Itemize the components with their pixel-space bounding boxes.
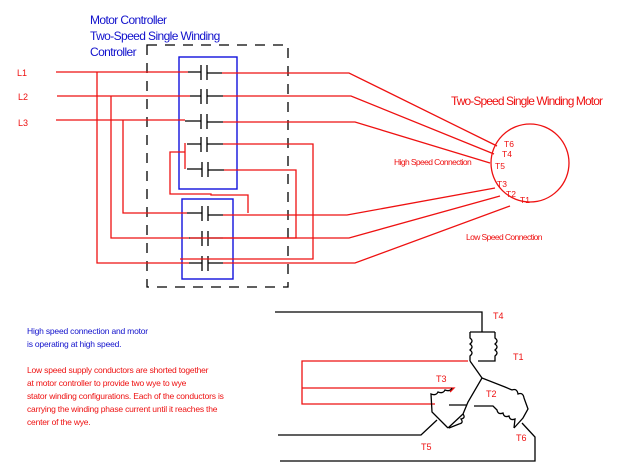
motor-leads	[180, 72, 511, 264]
controller-title-line-1: Motor Controller	[90, 13, 167, 27]
low-speed-note-line-5: center of the wye.	[27, 417, 91, 427]
low-speed-note: Low speed supply conductors are shorted …	[27, 364, 224, 429]
low-speed-connection-label: Low Speed Connection	[466, 232, 543, 242]
line-label-l2: L2	[18, 92, 28, 102]
contact-symbols	[185, 65, 224, 271]
contact-8	[189, 256, 223, 271]
wye-terminal-t3: T3	[436, 374, 447, 384]
motor-terminal-labels: T6 T4 T5 T3 T2 T1	[495, 139, 530, 205]
wye-terminal-t4: T4	[493, 311, 504, 321]
motor-terminal-t3: T3	[497, 179, 507, 189]
contact-2	[190, 89, 223, 104]
low-speed-note-line-1: Low speed supply conductors are shorted …	[27, 365, 209, 375]
low-speed-contactor	[181, 198, 234, 280]
wye-winding-diagram: T4 T1 T3 T2 T5 T6	[275, 311, 536, 462]
controller-title-line-2: Two-Speed Single Winding	[90, 29, 220, 43]
low-speed-note-line-4: carrying the winding phase current until…	[27, 404, 218, 414]
motor-terminal-t5: T5	[495, 161, 505, 171]
wye-terminal-t5: T5	[421, 442, 432, 452]
low-speed-note-line-2: at motor controller to provide two wye t…	[27, 378, 187, 388]
motor-terminal-t1: T1	[520, 195, 530, 205]
contact-4	[187, 137, 223, 152]
high-speed-connection-label: High Speed Connection	[394, 157, 472, 167]
shorting-link	[169, 143, 249, 213]
wye-terminal-t6: T6	[516, 433, 527, 443]
supply-lines	[56, 71, 190, 264]
contact-5	[187, 162, 224, 177]
contact-1	[188, 65, 222, 80]
motor-title: Two-Speed Single Winding Motor	[451, 94, 603, 108]
high-speed-contactor	[178, 56, 238, 190]
controller-title: Motor Controller Two-Speed Single Windin…	[90, 13, 220, 59]
high-speed-note: High speed connection and motor is opera…	[27, 325, 148, 351]
motor-terminal-t4: T4	[502, 149, 512, 159]
contact-3	[185, 114, 223, 129]
controller-title-line-3: Controller	[90, 45, 137, 59]
motor-terminal-t2: T2	[506, 189, 516, 199]
line-label-l3: L3	[18, 118, 28, 128]
line-label-l1: L1	[17, 68, 27, 78]
high-speed-note-line-2: is operating at high speed.	[27, 339, 122, 349]
high-speed-note-line-1: High speed connection and motor	[27, 326, 148, 336]
contact-6	[187, 206, 223, 221]
wye-terminal-t1: T1	[513, 352, 524, 362]
controller-enclosure	[146, 44, 289, 288]
wye-terminal-t2: T2	[486, 389, 497, 399]
motor-terminal-t6: T6	[504, 139, 514, 149]
motor-circle	[490, 123, 570, 203]
low-speed-note-line-3: stator winding configurations. Each of t…	[27, 391, 224, 401]
